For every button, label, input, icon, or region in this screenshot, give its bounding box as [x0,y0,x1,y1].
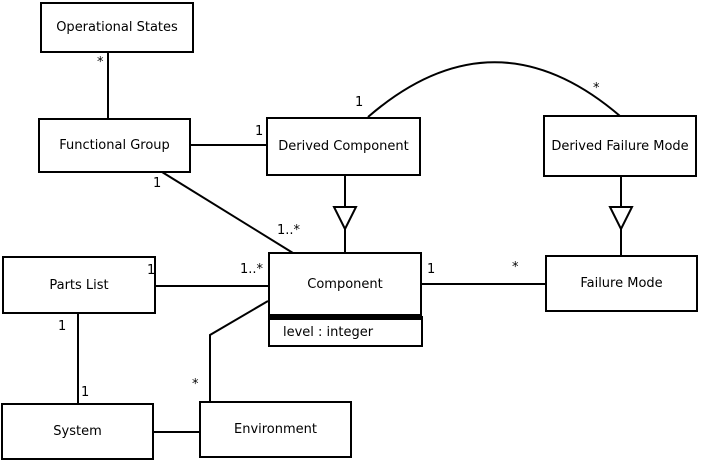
association-arc-derived-component-derived-failure-mode [367,61,621,118]
multiplicity-component-fm-near-fm: * [512,260,519,275]
class-box-derived-component[interactable]: Derived Component [266,117,421,176]
class-name-environment: Environment [233,422,317,437]
class-name-component: Component [307,276,383,292]
class-box-failure-mode[interactable]: Failure Mode [545,255,698,312]
multiplicity-pl-component-near-component: 1..* [240,262,264,277]
class-name-failure-mode: Failure Mode [580,276,663,291]
class-box-functional-group[interactable]: Functional Group [38,118,191,173]
class-box-parts-list[interactable]: Parts List [2,256,156,314]
multiplicity-pl-system-near-system: 1 [81,385,90,400]
class-name-derived-component: Derived Component [278,139,409,154]
multiplicity-pl-component-near-pl: 1 [147,263,156,278]
multiplicity-env-component-near-env: * [192,377,199,392]
class-box-system[interactable]: System [1,403,154,460]
multiplicity-arc-near-dfm: * [593,81,600,96]
class-name-functional-group: Functional Group [59,138,170,153]
generalization-arrowhead-icon [608,206,634,232]
class-attribute-level: level : integer [283,325,374,340]
multiplicity-fg-component-near-fg: 1 [153,176,162,191]
class-attribute-compartment-component[interactable]: level : integer [268,316,423,347]
multiplicity-fg-component-near-component: 1..* [277,223,301,238]
class-name-system: System [53,424,102,439]
generalization-arrowhead-icon [332,206,358,232]
multiplicity-pl-system-near-pl: 1 [58,319,67,334]
association-environment-component [209,300,269,402]
class-name-operational-states: Operational States [56,20,178,35]
class-box-component[interactable]: Component [268,252,422,316]
class-box-derived-failure-mode[interactable]: Derived Failure Mode [543,115,697,177]
class-box-operational-states[interactable]: Operational States [40,2,194,53]
multiplicity-arc-near-dc: 1 [355,95,364,110]
multiplicity-fg-dc: 1 [255,124,264,139]
generalization-derived-failure-mode-failure-mode [608,176,634,256]
class-name-derived-failure-mode: Derived Failure Mode [551,138,689,154]
class-name-parts-list: Parts List [49,277,109,293]
generalization-derived-component-component [332,175,358,253]
class-box-environment[interactable]: Environment [199,401,352,458]
multiplicity-os-fg: * [97,55,104,70]
multiplicity-component-fm-near-component: 1 [427,262,436,277]
association-functional-group-component [161,171,294,254]
